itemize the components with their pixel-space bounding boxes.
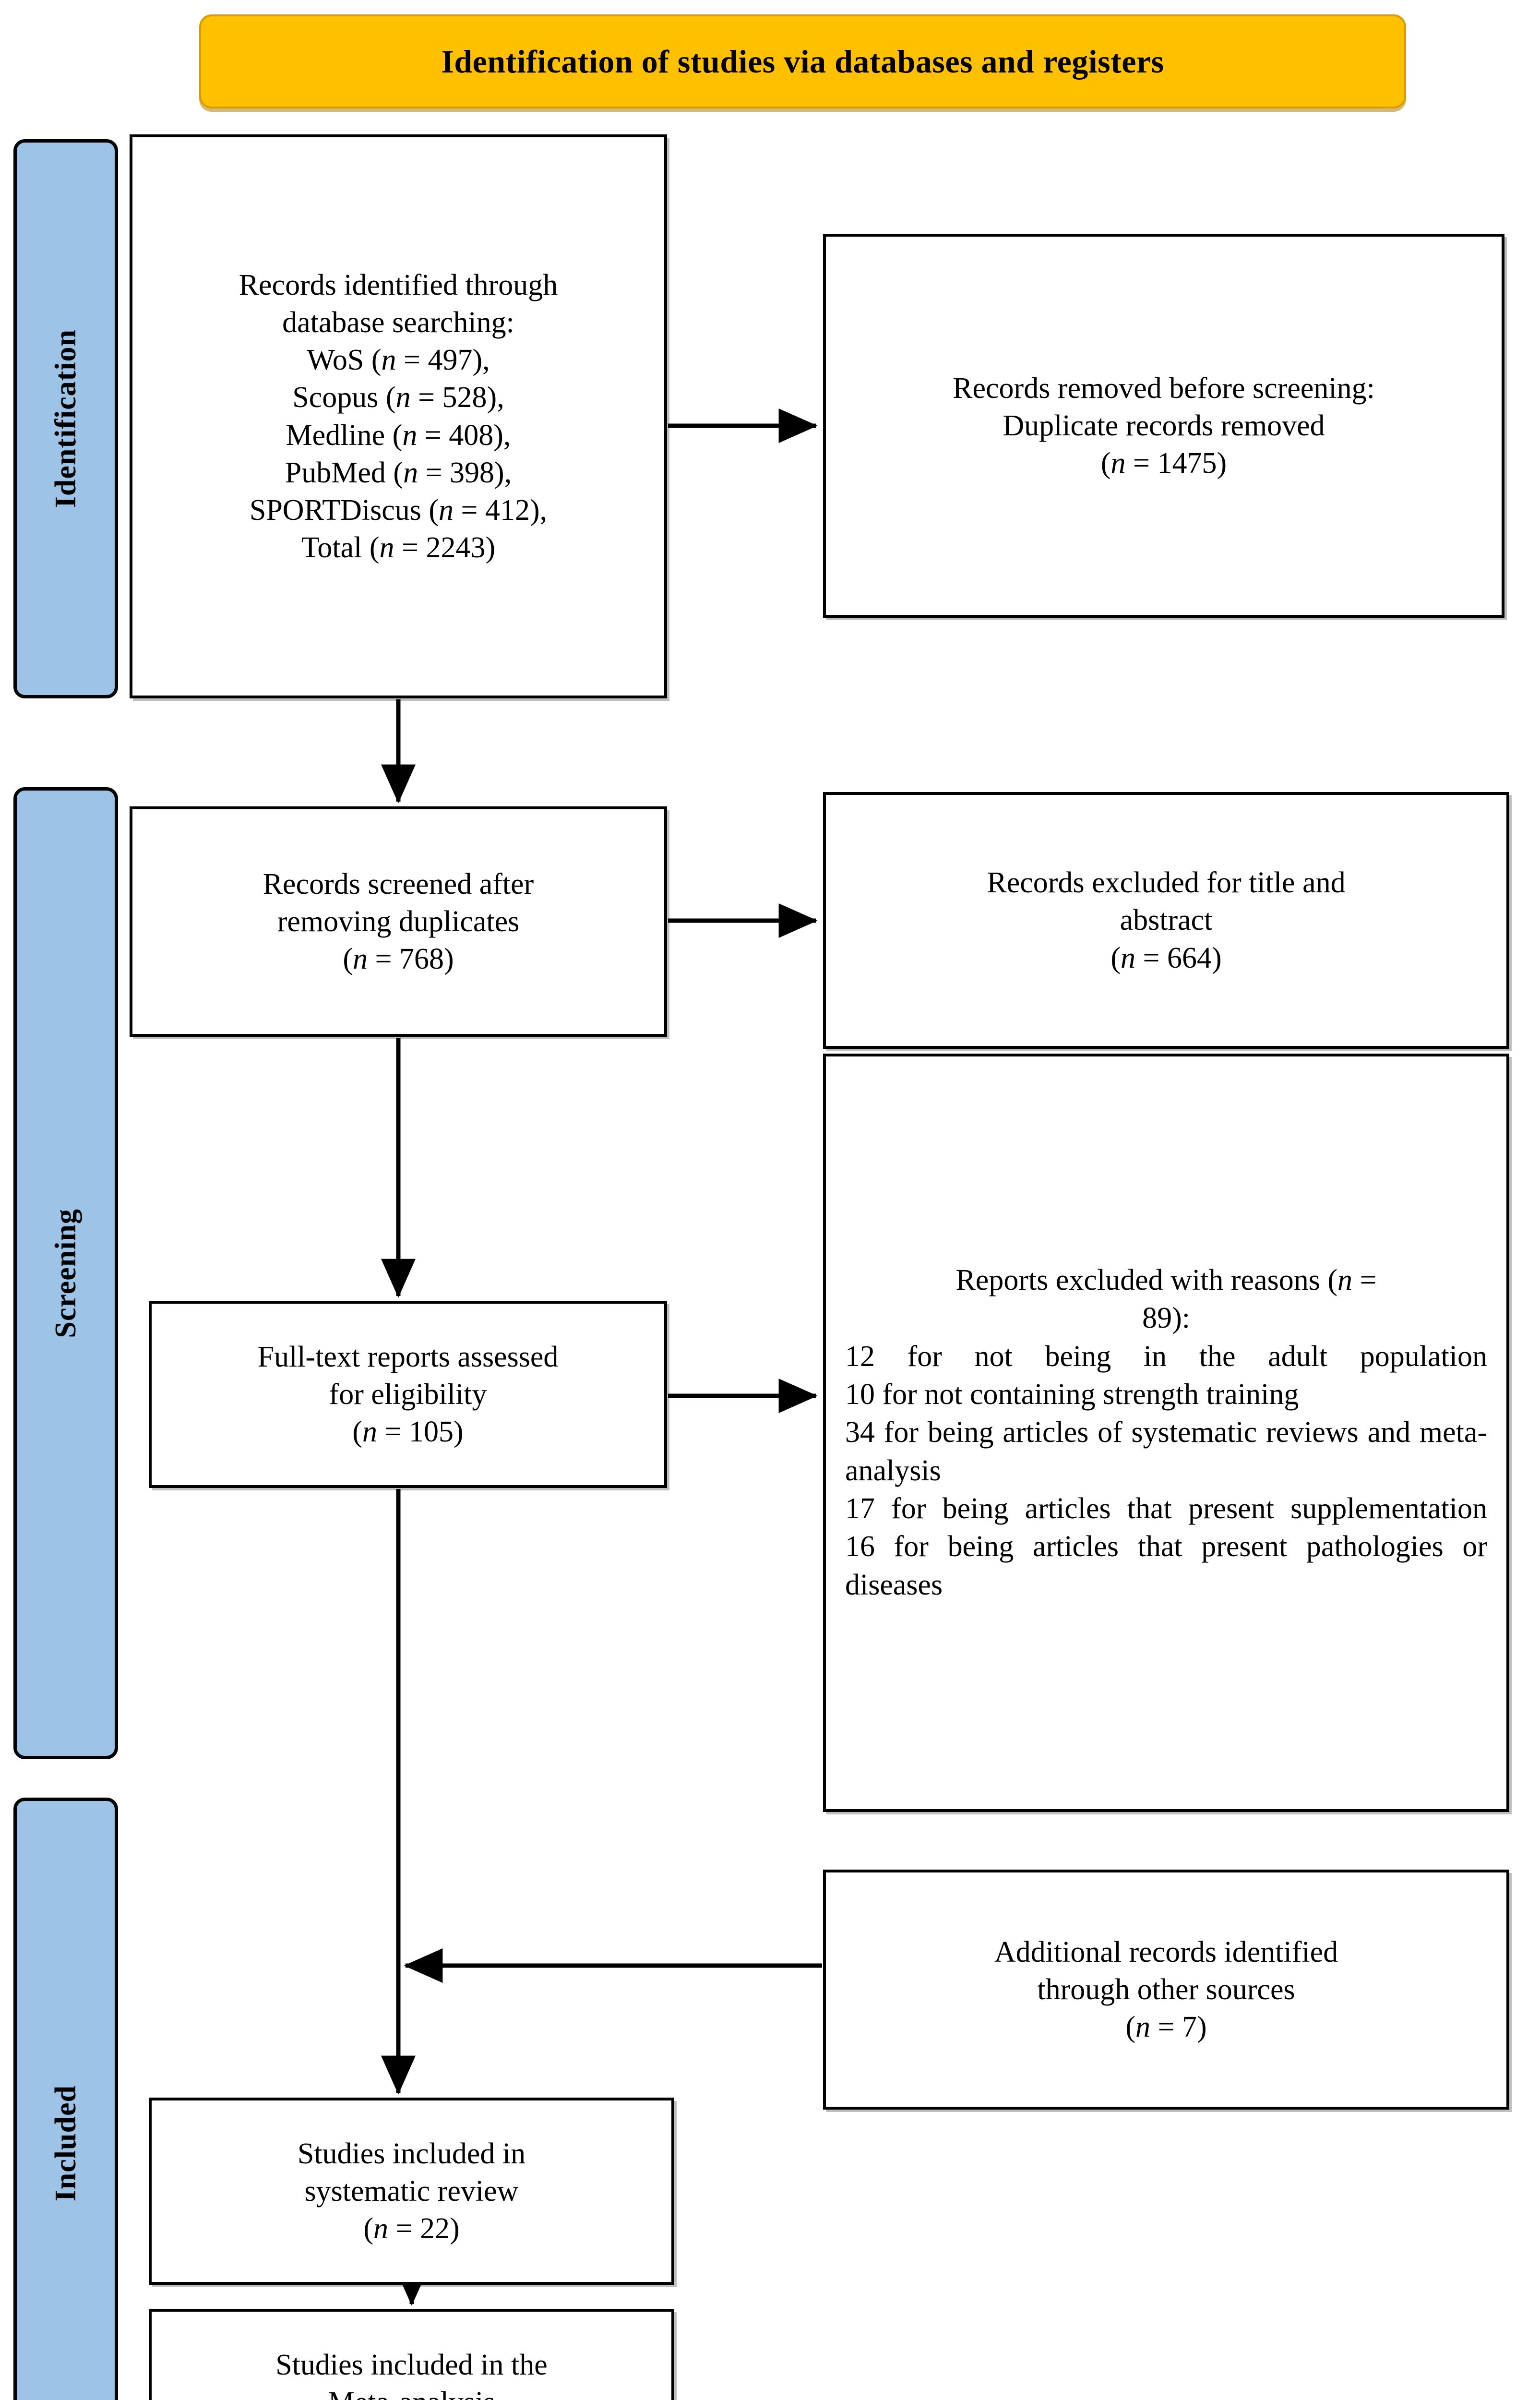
stage-bar-screening: Screening [13, 787, 118, 1759]
fulltext-count: (n = 105) [352, 1413, 463, 1451]
heading-n-symbol: n [1337, 1263, 1352, 1296]
records-identified-scopus: Scopus (n = 528), [292, 379, 504, 416]
excluded-reasons-heading: Reports excluded with reasons (n = [845, 1261, 1487, 1299]
paren-open: ( [1125, 2011, 1136, 2044]
stage-label-identification: Identification [49, 329, 82, 508]
sportdiscus-value: = 412), [454, 493, 548, 527]
excluded-reason-3: 34 for being articles of systematic revi… [845, 1416, 1487, 1487]
records-identified-line-1: Records identified through [239, 269, 558, 302]
pubmed-value: = 398), [418, 456, 512, 489]
n-value: = 664) [1135, 941, 1222, 974]
box-studies-included-systematic-review: Studies included in systematic review (n… [149, 2098, 674, 2285]
records-identified-medline: Medline (n = 408), [286, 417, 511, 454]
scopus-value: = 528), [410, 381, 504, 414]
duplicates-removed-line-2: Duplicate records removed [1003, 409, 1325, 442]
box-records-excluded-title-abstract: Records excluded for title and abstract … [823, 792, 1509, 1049]
records-screened-line-1: Records screened after [263, 867, 534, 900]
sysreview-count: (n = 22) [363, 2210, 459, 2247]
excluded-ta-line-2: abstract [1120, 904, 1213, 937]
n-symbol: n [1135, 2011, 1151, 2044]
n-value: = 768) [368, 943, 454, 976]
box-additional-records-identified: Additional records identified through ot… [823, 1870, 1509, 2110]
metaanalysis-line-1: Studies included in the [275, 2348, 548, 2381]
paren-open: ( [352, 1416, 363, 1449]
paren-open: ( [1100, 447, 1111, 480]
paren-open: ( [363, 2212, 374, 2245]
n-symbol: n [362, 1416, 378, 1449]
n-symbol: n [1110, 447, 1126, 480]
n-symbol: n [353, 943, 368, 976]
wos-n-symbol: n [381, 344, 396, 377]
excluded-reasons-heading-line-2: 89): [1142, 1302, 1190, 1335]
scopus-n-symbol: n [395, 381, 411, 414]
sysreview-line-2: systematic review [304, 2174, 519, 2208]
fulltext-line-2: for eligibility [329, 1378, 487, 1411]
excluded-reason-4: 17 for being articles that present suppl… [845, 1492, 1487, 1525]
n-value: = 7) [1150, 2011, 1207, 2044]
medline-n-symbol: n [402, 419, 418, 452]
heading-prefix: Reports excluded with reasons ( [955, 1263, 1337, 1296]
additional-records-count: (n = 7) [1125, 2008, 1206, 2046]
excluded-reason-1: 12 for not being in the adult population [845, 1340, 1487, 1373]
duplicates-removed-count: (n = 1475) [1101, 444, 1227, 482]
excluded-ta-line-1: Records excluded for title and [987, 866, 1346, 900]
records-identified-pubmed: PubMed (n = 398), [285, 454, 512, 492]
n-value: = 22) [388, 2212, 460, 2245]
paren-open: ( [1110, 941, 1121, 974]
pubmed-label: PubMed ( [285, 456, 404, 489]
diagram-banner: Identification of studies via databases … [199, 14, 1406, 108]
box-records-screened: Records screened after removing duplicat… [130, 806, 667, 1037]
scopus-label: Scopus ( [292, 381, 396, 414]
heading-equals: = [1352, 1263, 1377, 1296]
stage-label-included: Included [49, 2085, 82, 2202]
stage-bar-identification: Identification [13, 139, 118, 698]
n-value: = 105) [377, 1416, 464, 1449]
sysreview-line-1: Studies included in [297, 2137, 526, 2170]
records-identified-wos: WoS (n = 497), [307, 341, 489, 379]
box-fulltext-reports-assessed: Full-text reports assessed for eligibili… [149, 1301, 667, 1488]
wos-value: = 497), [396, 344, 490, 377]
records-screened-count: (n = 768) [343, 940, 454, 978]
sportdiscus-label: SPORTDiscus ( [249, 493, 439, 527]
records-screened-line-2: removing duplicates [277, 905, 520, 938]
n-value: = 1475) [1125, 447, 1227, 480]
banner-title: Identification of studies via databases … [441, 43, 1164, 80]
medline-label: Medline ( [286, 419, 403, 452]
sportdiscus-n-symbol: n [439, 493, 454, 527]
records-identified-total: Total (n = 2243) [301, 529, 495, 566]
excluded-reason-2: 10 for not containing strength training [845, 1378, 1299, 1411]
total-n-symbol: n [379, 531, 394, 564]
paren-open: ( [343, 943, 353, 976]
wos-label: WoS ( [307, 344, 382, 377]
n-symbol: n [373, 2212, 389, 2245]
metaanalysis-line-2: Meta-analysis [328, 2384, 495, 2400]
box-records-removed-before-screening: Records removed before screening: Duplic… [823, 234, 1504, 618]
box-reports-excluded-with-reasons: Reports excluded with reasons (n = 89): … [823, 1054, 1509, 1812]
stage-bar-included: Included [13, 1798, 118, 2400]
records-identified-line-2: database searching: [282, 306, 514, 339]
records-identified-sportdiscus: SPORTDiscus (n = 412), [250, 492, 547, 529]
excluded-ta-count: (n = 664) [1110, 939, 1221, 977]
excluded-reason-5: 16 for being articles that present patho… [845, 1530, 1487, 1601]
additional-records-line-1: Additional records identified [994, 1935, 1338, 1968]
medline-value: = 408), [417, 419, 511, 452]
box-studies-included-meta-analysis: Studies included in the Meta-analysis (n… [149, 2309, 674, 2400]
total-value: = 2243) [394, 531, 496, 564]
total-label: Total ( [301, 531, 380, 564]
box-records-identified: Records identified through database sear… [130, 134, 667, 698]
additional-records-line-2: through other sources [1037, 1973, 1295, 2006]
stage-label-screening: Screening [49, 1208, 82, 1338]
fulltext-line-1: Full-text reports assessed [257, 1340, 559, 1373]
n-symbol: n [1121, 941, 1136, 974]
pubmed-n-symbol: n [403, 456, 418, 489]
duplicates-removed-line-1: Records removed before screening: [953, 372, 1375, 405]
